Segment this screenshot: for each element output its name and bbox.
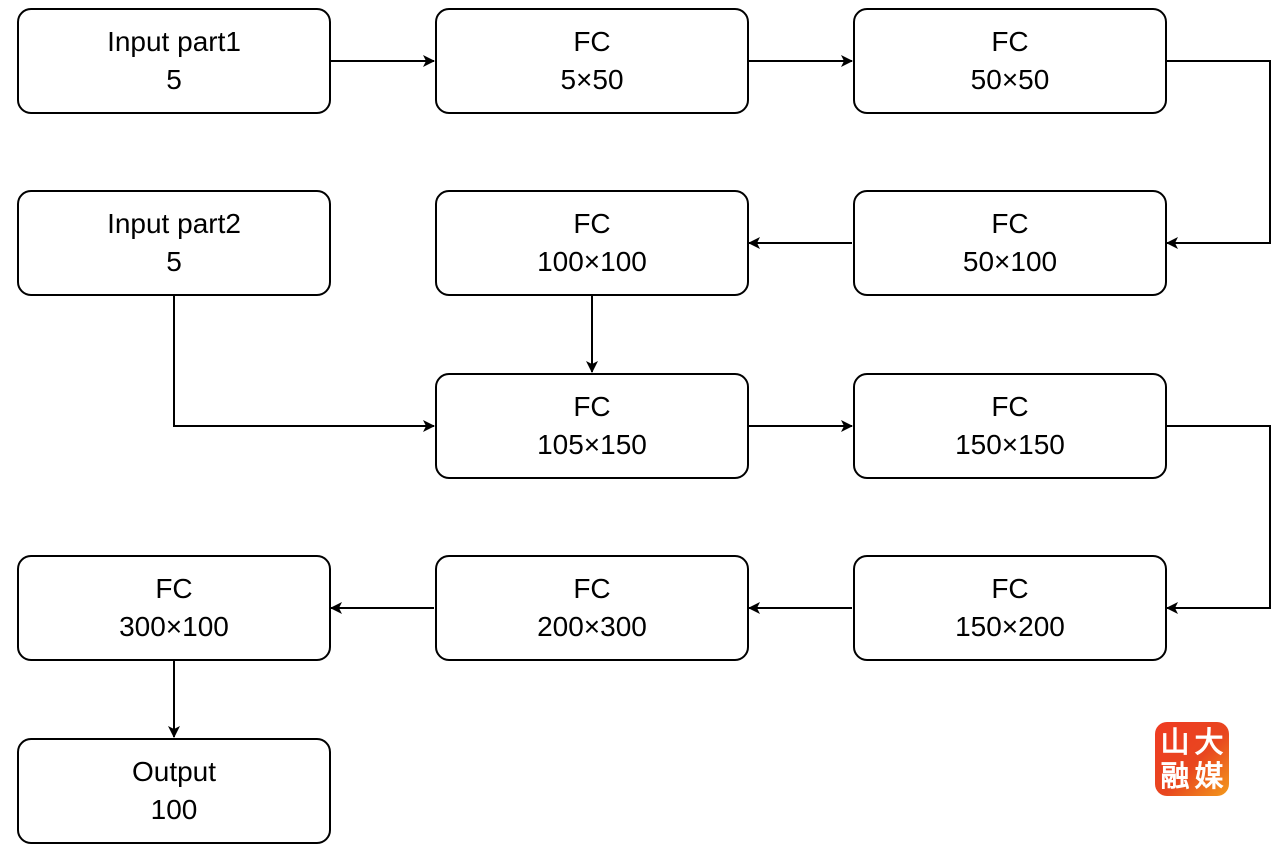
fc-50x50-node: FC 50×50 [853,8,1167,114]
node-value: 5 [166,246,182,277]
fc-150x200-node: FC 150×200 [853,555,1167,661]
logo-char: 大 [1194,725,1224,759]
node-title: FC [991,26,1029,57]
node-value: 105×150 [537,429,647,460]
watermark-logo: 山 大 融 媒 [1155,722,1229,796]
input-part1-node: Input part1 5 [17,8,331,114]
node-value: 50×100 [962,246,1058,277]
node-title: Input part1 [107,26,241,57]
input-part2-node: Input part2 5 [17,190,331,296]
fc-100x100-node: FC 100×100 [435,190,749,296]
node-title: FC [573,26,611,57]
node-value: 150×200 [955,611,1065,642]
fc-5x50-node: FC 5×50 [435,8,749,114]
output-node: Output 100 [17,738,331,844]
fc-50x100-node: FC 50×100 [853,190,1167,296]
logo-char: 山 [1160,725,1190,759]
fc-150x150-node: FC 150×150 [853,373,1167,479]
node-title: FC [991,573,1029,604]
fc-300x100-node: FC 300×100 [17,555,331,661]
node-title: FC [991,391,1029,422]
node-title: FC [991,208,1029,239]
node-value: 150×150 [955,429,1065,460]
arrow-fc150x150-to-fc150x200 [1166,425,1271,614]
node-value: 5 [166,64,182,95]
logo-char: 媒 [1194,759,1224,793]
logo-char: 融 [1160,759,1190,793]
node-title: Output [131,756,217,787]
node-title: FC [573,208,611,239]
node-value: 5×50 [560,64,624,95]
node-value: 100×100 [537,246,647,277]
node-title: FC [573,573,611,604]
node-title: Input part2 [107,208,241,239]
node-title: FC [573,391,611,422]
arrow-fc50x50-to-fc50x100 [1166,60,1271,249]
fc-200x300-node: FC 200×300 [435,555,749,661]
node-value: 200×300 [537,611,647,642]
node-value: 300×100 [119,611,229,642]
fc-105x150-node: FC 105×150 [435,373,749,479]
node-title: FC [155,573,193,604]
arrow-input2-to-fc105x150 [173,296,435,432]
node-value: 50×50 [970,64,1050,95]
node-value: 100 [150,794,198,825]
